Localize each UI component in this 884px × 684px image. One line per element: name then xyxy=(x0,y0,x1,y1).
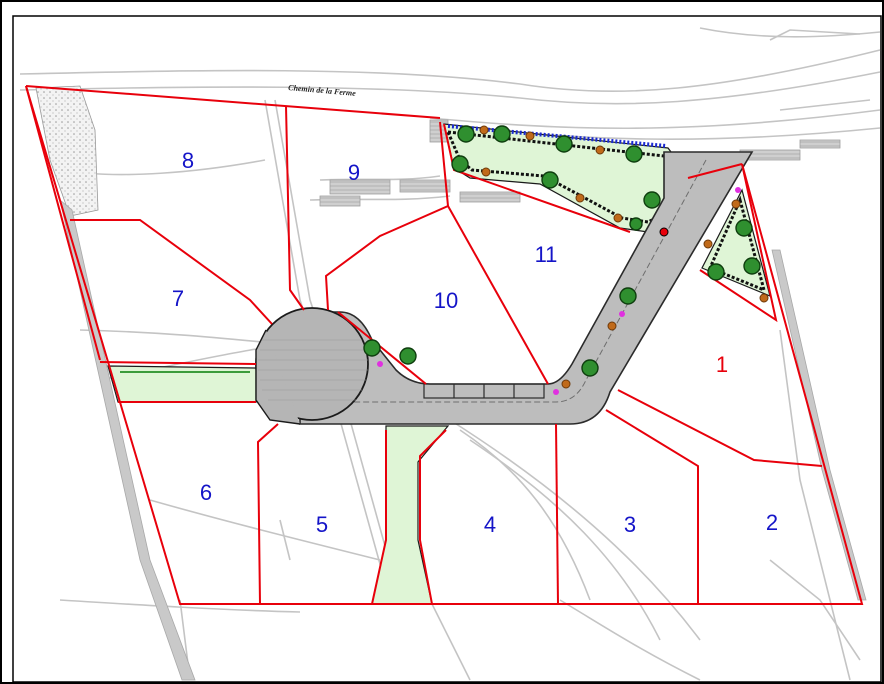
lot-label-5: 5 xyxy=(316,512,328,537)
lot-label-7: 7 xyxy=(172,286,184,311)
vegetation-area xyxy=(35,85,99,217)
hedge-east xyxy=(708,195,767,293)
turning-circle-texture xyxy=(258,339,368,401)
lot-label-1: 1 xyxy=(716,352,728,377)
lot-label-2: 2 xyxy=(766,510,778,535)
boundary-strip-left xyxy=(59,198,196,681)
utility-markers xyxy=(377,187,741,395)
map-frame xyxy=(12,15,882,683)
shrubs xyxy=(479,125,769,389)
lot-label-8: 8 xyxy=(182,148,194,173)
lot-boundaries xyxy=(25,85,864,605)
lot-label-4: 4 xyxy=(484,512,496,537)
boundary-strip-right xyxy=(771,249,867,601)
lot-labels: 1 2 3 4 5 6 7 8 9 10 11 xyxy=(172,148,778,537)
road-centerline xyxy=(300,159,707,403)
internal-road xyxy=(255,151,754,425)
lot-label-3: 3 xyxy=(624,512,636,537)
parking-bays xyxy=(423,383,545,399)
lot-label-9: 9 xyxy=(348,160,360,185)
turning-circle-outer xyxy=(255,329,301,425)
trees xyxy=(363,125,761,377)
lot-label-10: 10 xyxy=(434,288,458,313)
lot-label-11: 11 xyxy=(535,242,558,267)
lot-label-6: 6 xyxy=(200,480,212,505)
